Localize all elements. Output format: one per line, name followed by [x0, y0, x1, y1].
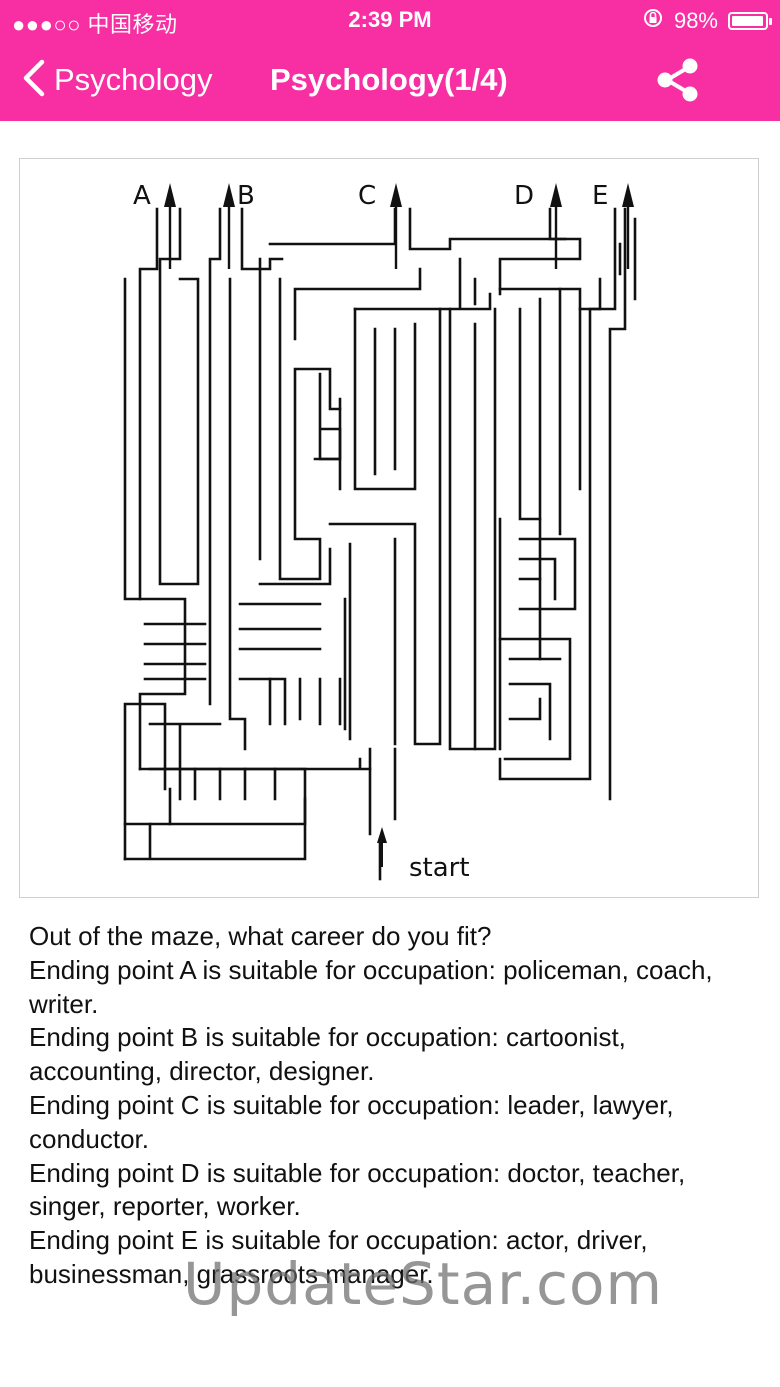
description-line: Ending point D is suitable for occupatio… [29, 1157, 686, 1222]
maze-label-a: A [133, 181, 151, 211]
nav-bar: Psychology Psychology(1/4) [0, 40, 780, 121]
exit-arrow-icon [164, 183, 176, 269]
maze-wall [608, 207, 637, 801]
description-line: Ending point A is suitable for occupatio… [29, 954, 713, 1019]
maze-wall [538, 287, 582, 536]
maze-wall [148, 757, 372, 771]
description-text: Out of the maze, what career do you fit?… [29, 920, 759, 1292]
maze-wall [258, 257, 342, 581]
maze-drawing [123, 183, 637, 881]
battery-percent: 98% [673, 8, 718, 33]
description-line: Out of the maze, what career do you fit? [29, 921, 492, 951]
back-label: Psychology [54, 62, 213, 97]
maze-wall [123, 787, 307, 861]
status-time: 2:39 PM [348, 7, 432, 32]
start-arrow-icon [377, 827, 387, 867]
watermark: UpdateStar.com [183, 1250, 663, 1318]
rotation-lock-icon [642, 7, 664, 35]
share-button[interactable] [652, 54, 704, 106]
maze-wall [268, 207, 582, 296]
back-button[interactable]: Psychology [20, 56, 213, 104]
maze-wall [498, 207, 617, 781]
maze-wall [238, 602, 322, 726]
maze-wall [143, 622, 207, 681]
maze-wall [148, 722, 277, 801]
maze-start-label: start [409, 853, 470, 883]
maze-wall [518, 537, 577, 611]
battery-icon [728, 12, 772, 30]
maze-wall [498, 637, 572, 761]
maze-label-b: B [237, 181, 255, 211]
share-icon [652, 58, 704, 110]
maze-label-e: E [592, 181, 609, 211]
maze-wall [228, 277, 247, 751]
chevron-left-icon [20, 58, 46, 103]
maze-wall [138, 207, 200, 601]
maze-label-c: C [358, 181, 377, 211]
maze-wall [348, 322, 477, 751]
carrier-signal: ●●●○○ 中国移动 [12, 12, 178, 37]
description-line: Ending point C is suitable for occupatio… [29, 1089, 674, 1154]
exit-arrow-icon [550, 183, 562, 269]
maze-wall [293, 267, 422, 461]
maze-image: A B C D E start [19, 158, 759, 898]
description-line: Ending point E is suitable for occupatio… [29, 1225, 648, 1289]
maze-wall [258, 547, 347, 731]
description-line: Ending point B is suitable for occupatio… [29, 1022, 626, 1087]
maze-wall [548, 207, 622, 276]
status-right: 98% [642, 7, 772, 35]
maze-label-d: D [514, 181, 535, 211]
maze-wall [313, 397, 342, 491]
status-bar: ●●●○○ 中国移动 2:39 PM 98% [0, 0, 780, 40]
maze-wall [208, 207, 284, 706]
exit-arrow-icon [223, 183, 235, 269]
maze-wall [353, 257, 492, 311]
page-title: Psychology(1/4) [270, 62, 508, 97]
maze-wall [123, 277, 187, 771]
exit-arrow-icon [622, 183, 634, 269]
maze-wall [353, 307, 417, 491]
maze-wall [498, 277, 602, 661]
maze-wall [123, 702, 307, 826]
maze-wall [368, 747, 397, 836]
maze-wall [268, 677, 342, 726]
maze-wall [328, 307, 497, 751]
exit-arrow-icon [390, 183, 402, 269]
